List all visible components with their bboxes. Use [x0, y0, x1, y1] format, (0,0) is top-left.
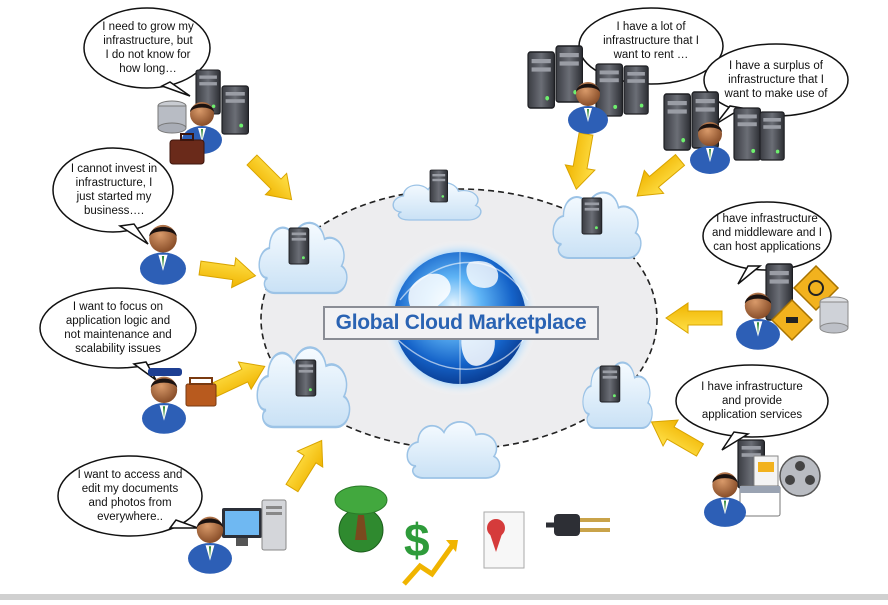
- bubble-focus-text: I want to focus on application logic and…: [64, 301, 172, 355]
- briefcase-icon: [169, 133, 205, 165]
- server-icon: [295, 359, 317, 397]
- user-focus-group: [142, 368, 217, 434]
- bubble-invest-text: I cannot invest in infrastructure, I jus…: [70, 163, 158, 217]
- arrow-icon: [240, 148, 303, 211]
- server-icon: [733, 107, 762, 161]
- server-icon: [595, 63, 624, 117]
- bubble-middleware: [702, 201, 832, 285]
- certificate-icon: [483, 511, 525, 569]
- server-icon: [581, 197, 603, 235]
- bubble-surplus-text: I have a surplus of infrastructure that …: [724, 60, 828, 100]
- footer-bar: [0, 594, 888, 600]
- person-icon: [142, 376, 186, 434]
- monitor-icon: [222, 508, 262, 546]
- tower-icon: [261, 499, 287, 551]
- server-icon: [288, 227, 310, 265]
- dollar-growth-icon: $: [402, 514, 458, 586]
- server-icon: [527, 51, 556, 109]
- film-reel-icon: [779, 455, 821, 497]
- bubble-access: [57, 455, 203, 537]
- toolbox-icon: [185, 377, 217, 407]
- user-middleware-group: [736, 263, 849, 350]
- person-icon: [140, 224, 186, 285]
- database-icon: [157, 100, 187, 134]
- bubble-access-text: I want to access and edit my documents a…: [77, 469, 183, 523]
- bubble-services: [675, 364, 829, 451]
- user-access-group: [188, 499, 287, 574]
- document-icon: [753, 455, 779, 487]
- user-grow-group: [157, 69, 249, 165]
- bubble-middleware-text: I have infrastructure and middleware and…: [712, 213, 822, 253]
- power-plug-icon: [546, 514, 610, 536]
- arrow-icon: [278, 432, 335, 497]
- server-icon: [759, 111, 785, 161]
- tree-globe-icon: [334, 485, 388, 553]
- plug-warning-icon: [770, 298, 814, 342]
- bubble-invest: [52, 147, 174, 245]
- marketplace-title: Global Cloud Marketplace: [323, 306, 599, 340]
- arrow-icon: [626, 148, 691, 208]
- database-icon: [819, 296, 849, 334]
- svg-text:$: $: [404, 514, 430, 566]
- bubble-grow-text: I need to grow my infrastructure, but I …: [102, 21, 194, 75]
- server-icon: [663, 93, 692, 151]
- bubble-services-text: I have infrastructure and provide applic…: [701, 381, 803, 421]
- server-icon: [429, 169, 449, 203]
- bubble-rent-text: I have a lot of infrastructure that I wa…: [603, 21, 699, 61]
- arrow-icon: [197, 252, 259, 292]
- cap-icon: [148, 368, 182, 376]
- calendar-icon: [739, 485, 781, 517]
- bubble-grow: [83, 7, 211, 97]
- arrow-icon: [561, 130, 602, 193]
- bubble-focus: [39, 287, 197, 381]
- arrow-icon: [665, 302, 723, 334]
- user-invest-group: [140, 224, 186, 285]
- server-icon: [599, 365, 621, 403]
- server-icon: [221, 85, 249, 135]
- server-icon: [623, 65, 649, 115]
- user-services-group: [704, 439, 821, 527]
